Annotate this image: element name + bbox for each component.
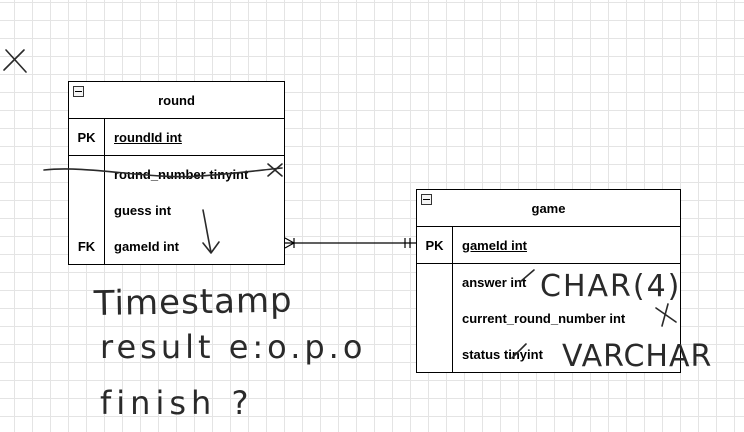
entity-header: round (69, 82, 284, 119)
field-label: roundId int (114, 129, 182, 145)
field-label: current_round_number int (462, 310, 626, 326)
key-label: PK (425, 237, 444, 253)
handwritten-marks (3, 49, 677, 359)
collapse-icon[interactable] (73, 86, 84, 97)
field-label: gameId int (114, 238, 180, 254)
field-label: guess int (114, 202, 172, 218)
handwritten-note: Timestamp (92, 281, 292, 324)
table-row[interactable]: FK gameId int (69, 228, 284, 264)
field-label: gameId int (462, 237, 528, 253)
field-label: status tinyint (462, 346, 543, 362)
key-label: FK (77, 238, 96, 254)
entity-title: game (531, 200, 566, 216)
attributes-section: round_number tinyint guess int FK gameId… (69, 156, 284, 264)
table-row[interactable]: current_round_number int (417, 300, 680, 336)
key-label: PK (77, 129, 96, 145)
handwritten-note: VARCHAR (562, 339, 712, 374)
relationship-connector[interactable] (284, 237, 416, 249)
field-label: answer int (462, 274, 527, 290)
table-row[interactable]: guess int (69, 192, 284, 228)
table-row[interactable]: PK gameId int (417, 227, 680, 263)
table-row[interactable]: status tinyint (417, 336, 680, 372)
field-label: round_number tinyint (114, 166, 249, 182)
entity-header: game (417, 190, 680, 227)
table-row[interactable]: PK roundId int (69, 119, 284, 155)
entity-round[interactable]: round PK roundId int round_number tinyin… (68, 81, 285, 265)
pk-section: PK gameId int (417, 227, 680, 264)
entity-game[interactable]: game PK gameId int answer int current_ro… (416, 189, 681, 373)
collapse-icon[interactable] (421, 194, 432, 205)
handwritten-note: result e:o.p.o (100, 328, 366, 366)
attributes-section: answer int current_round_number int stat… (417, 264, 680, 372)
table-row[interactable]: round_number tinyint (69, 156, 284, 192)
pk-section: PK roundId int (69, 119, 284, 156)
handwritten-note: CHAR(4) (540, 269, 681, 304)
handwritten-notes: Timestamp result e:o.p.o finish ? CHAR(4… (92, 269, 712, 422)
entity-title: round (158, 92, 195, 108)
table-row[interactable]: answer int (417, 264, 680, 300)
handwritten-note: finish ? (100, 384, 253, 422)
